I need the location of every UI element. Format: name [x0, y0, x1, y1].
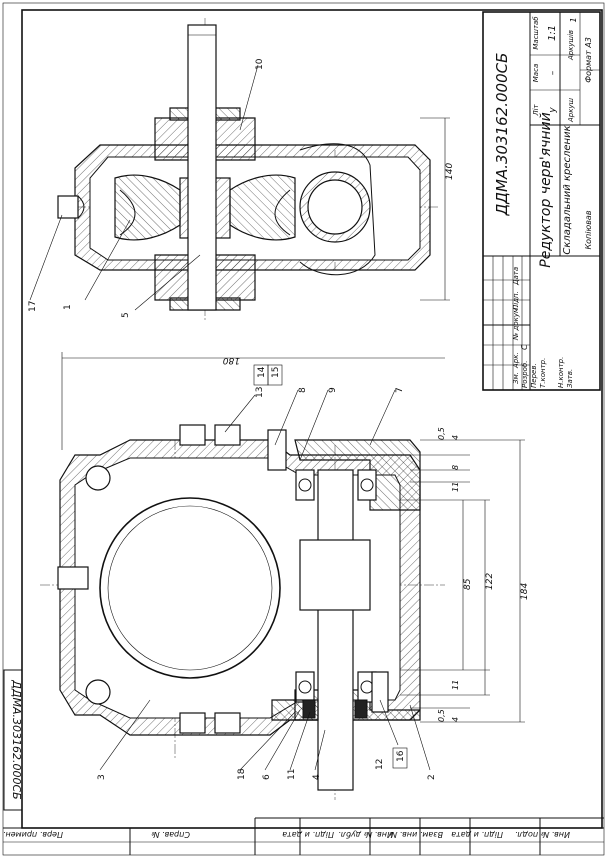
val-lit: у: [548, 107, 558, 114]
callout-6: 6: [262, 774, 272, 780]
dim-11-top: 11: [451, 482, 460, 492]
side-vzam-inv: Взам. инв. №: [389, 830, 443, 839]
title-subname: Складальний кресленик: [562, 125, 573, 254]
row-ncontrol: Н.контр.: [557, 357, 565, 388]
corner-designation-box: ДДМА.303162.000СБ: [3, 669, 23, 811]
val-mass: –: [548, 70, 558, 75]
side-inv-dubl: Инв. № дубл.: [338, 830, 393, 839]
row-checked: Перев.: [530, 363, 538, 388]
callout-8: 8: [298, 387, 308, 393]
callout-14: 14: [257, 366, 267, 378]
callout-3: 3: [97, 774, 107, 780]
dim-width: 180: [223, 355, 240, 365]
side-strip: Перв. примен. Справ. № Підп. и дата Инв.…: [3, 817, 604, 855]
dim-05-bottom: 0,5: [437, 709, 446, 722]
callout-7: 7: [395, 387, 405, 393]
callout-5: 5: [121, 312, 131, 318]
dim-inner-span: 85: [463, 578, 473, 590]
callout-15: 15: [271, 367, 281, 378]
callout-1: 1: [63, 304, 73, 310]
format-label: Формат А3: [584, 37, 593, 83]
dim-4-bottom: 4: [451, 717, 460, 722]
row-approved: Затв.: [566, 369, 574, 388]
dim-11-bottom: 11: [451, 680, 460, 690]
side-perv-primen: Перв. примен.: [3, 830, 63, 839]
title-designation: ДДМА.303162.000СБ: [493, 53, 511, 217]
hdr-lit: Літ: [532, 103, 540, 116]
callout-17: 17: [28, 301, 38, 312]
side-sprav: Справ. №: [151, 830, 190, 839]
copied-label: Копіював: [584, 210, 593, 249]
title-name: Редуктор черв'ячний: [538, 112, 554, 267]
dim-top-height: 140: [445, 163, 455, 180]
callout-9: 9: [328, 387, 338, 393]
side-podp-data-1: Підп. и дата: [282, 830, 334, 839]
val-scale: 1:1: [547, 25, 558, 41]
callout-13: 13: [255, 387, 265, 398]
side-podp-data-2: Підп. и дата: [451, 830, 503, 839]
dim-4-top: 4: [451, 435, 460, 440]
row-developer-initial: С: [520, 344, 529, 350]
top-view: 140 10 1 5 17: [28, 18, 455, 320]
row-doc: № докум.: [512, 305, 520, 341]
row-developed: Розроб.: [521, 361, 529, 389]
hdr-mass: Маса: [532, 64, 540, 82]
dim-05-top: 0,5: [437, 427, 446, 440]
callout-2: 2: [427, 774, 437, 780]
callout-4: 4: [312, 774, 322, 780]
callout-10: 10: [255, 58, 265, 70]
dim-bore-span: 122: [485, 573, 495, 590]
hdr-scale: Масштаб: [532, 16, 540, 50]
callout-12: 12: [375, 759, 385, 770]
callout-11: 11: [287, 769, 297, 780]
row-sign: Підп.: [512, 291, 520, 310]
dim-shaft-span: 184: [520, 583, 530, 600]
title-block: ДДМА.303162.000СБ Редуктор черв'ячний Ск…: [482, 11, 601, 391]
hdr-sheet: Аркуш: [567, 97, 575, 123]
front-view: 180 184 122 85 0,5 4 8 11 11 0,5 4: [40, 352, 530, 800]
hdr-sheets: Аркушів: [567, 30, 575, 61]
dim-8: 8: [451, 465, 460, 470]
row-date: Дата: [512, 267, 520, 286]
callout-18: 18: [237, 768, 247, 780]
row-tcontrol: Т.контр.: [539, 358, 547, 388]
row-change: Зм.: [512, 372, 520, 384]
callout-16: 16: [396, 750, 406, 762]
row-sheet: Арк.: [512, 352, 520, 369]
val-sheets: 1: [569, 17, 578, 22]
corner-designation: ДДМА.303162.000СБ: [10, 679, 23, 799]
side-inv-podl: Инв. № подл.: [515, 830, 570, 839]
